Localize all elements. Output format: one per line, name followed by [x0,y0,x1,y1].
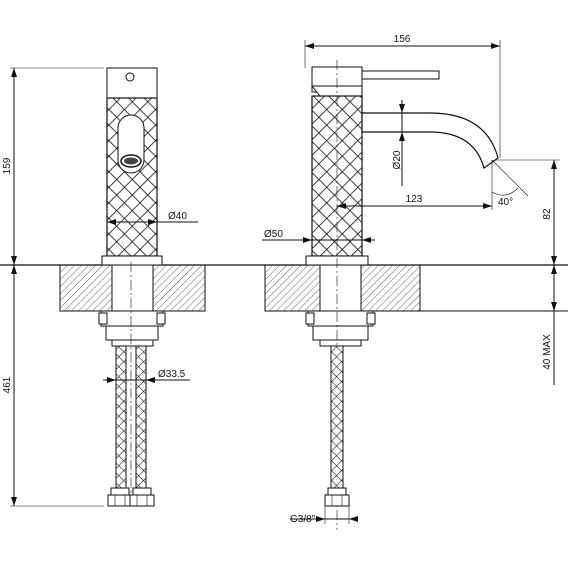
front-lever-hole [125,72,135,82]
dim-spout-diameter: Ø20 [392,150,403,169]
dim-spout-angle: 40° [498,197,513,208]
side-lever [359,70,440,80]
side-view [264,60,499,530]
side-counter-section-left [264,264,321,312]
front-view [59,67,206,507]
front-hose-left [115,345,127,489]
dim-body-diameter: Ø50 [264,229,283,240]
side-fixing-nut [307,310,374,327]
side-dimensions: 156 Ø20 123 40° 82 40 MAX Ø50 [262,34,560,525]
dim-front-height: 159 [2,157,13,174]
dim-below-height: 461 [2,376,13,393]
side-counter-section-right [360,264,421,312]
front-counter-section-left [59,264,113,312]
front-fixing-nut [100,310,164,327]
front-body-cap [106,67,158,99]
dim-front-diameter: Ø40 [168,211,187,222]
dim-spout-reach: 123 [406,194,423,205]
side-spout [361,112,499,169]
dim-thread: G3/8" [290,514,316,525]
dim-spout-height: 82 [542,208,553,220]
dim-hose-diameter: Ø33.5 [158,369,186,380]
front-hose-right [135,345,147,489]
front-dimensions: 159 461 Ø40 Ø33.5 [2,67,198,507]
dim-max-thickness: 40 MAX [542,334,553,370]
side-hose [330,345,344,489]
front-counter-section-right [152,264,206,312]
dim-overall-width: 156 [394,34,411,45]
